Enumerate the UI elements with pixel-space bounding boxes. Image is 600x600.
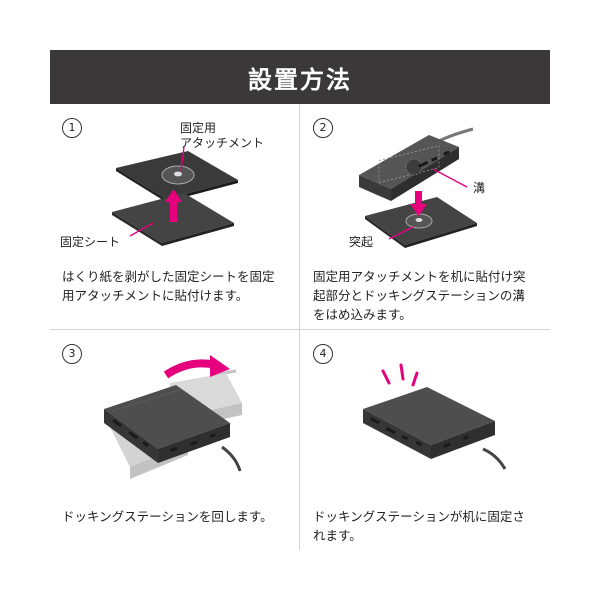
divider-horizontal xyxy=(50,329,550,330)
label-attachment: 固定用 アタッチメント xyxy=(180,121,265,150)
docking-station xyxy=(359,135,459,201)
step-4-description: ドッキングステーションが机に固定さ れます。 xyxy=(313,509,525,543)
step-2-panel: 2 溝 突起 固定用アタッ xyxy=(301,105,549,329)
page-title: 設置方法 xyxy=(248,65,352,94)
step-1-number: 1 xyxy=(62,118,82,138)
step-1-panel: 1 固定用 アタッチメント 固定シート はくり紙を剥がした固定シートを固定 用ア… xyxy=(50,105,298,329)
step-4-illustration xyxy=(363,363,507,470)
step-2-illustration xyxy=(359,127,477,248)
label-protrusion: 突起 xyxy=(349,235,374,249)
step-3-illustration xyxy=(104,355,242,479)
step-3-description: ドッキングステーションを回します。 xyxy=(62,509,273,524)
step-3-panel: 3 ドッキングステーションを xyxy=(50,331,298,555)
click-marks-icon xyxy=(381,363,419,387)
step-2-description: 固定用アタッチメントを机に貼付け突 起部分とドッキングステーションの溝 をはめ込… xyxy=(313,269,526,322)
docking-station xyxy=(363,387,507,470)
up-arrow-icon xyxy=(165,189,182,222)
step-1-illustration xyxy=(112,146,238,246)
label-groove: 溝 xyxy=(473,181,486,195)
page-header: 設置方法 xyxy=(50,50,550,104)
rotate-arrow-icon xyxy=(163,355,230,379)
divider-vertical xyxy=(299,104,300,550)
step-4-number: 4 xyxy=(313,344,333,364)
attachment-on-desk xyxy=(365,197,477,248)
step-3-number: 3 xyxy=(62,344,82,364)
step-4-panel: 4 ドッキングステーションが机に固定さ れます。 xyxy=(301,331,549,555)
docking-station xyxy=(104,385,242,472)
down-arrow-icon xyxy=(410,191,427,216)
step-2-number: 2 xyxy=(313,118,333,138)
label-sheet: 固定シート xyxy=(60,235,121,249)
attachment-plate xyxy=(116,151,238,202)
step-1-description: はくり紙を剥がした固定シートを固定 用アタッチメントに貼付けます。 xyxy=(62,269,275,303)
